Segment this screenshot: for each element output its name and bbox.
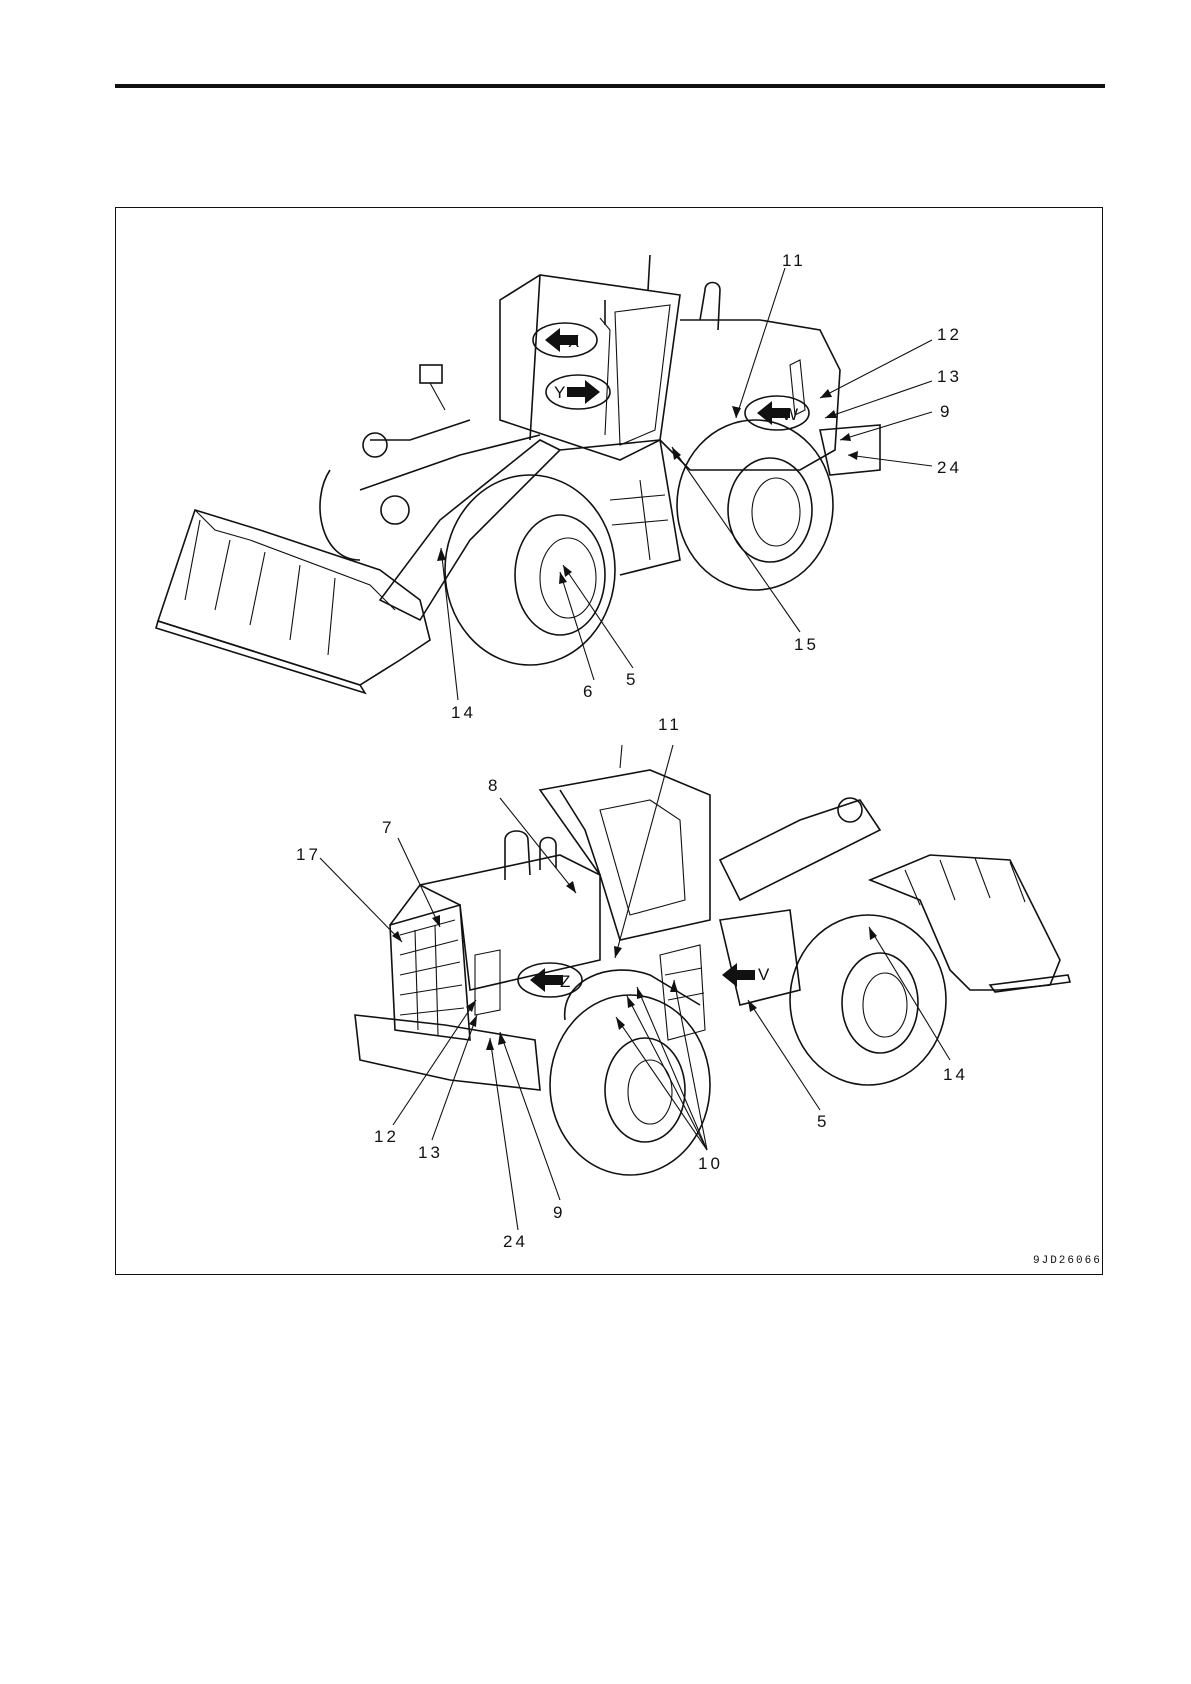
bottom-callout-7: 7 xyxy=(382,818,394,837)
bottom-view-leader-lines xyxy=(320,745,950,1230)
top-callout-15: 15 xyxy=(794,635,819,654)
top-callout-11: 11 xyxy=(782,251,806,270)
top-callout-14: 14 xyxy=(451,703,476,722)
bottom-loader-illustration xyxy=(355,745,1070,1175)
top-view-leader-lines xyxy=(437,268,932,700)
top-callout-13: 13 xyxy=(937,367,962,386)
top-callout-5: 5 xyxy=(626,670,638,689)
bottom-callout-12: 12 xyxy=(374,1127,399,1146)
figure-code: 9JD26066 xyxy=(1033,1255,1102,1267)
bottom-callout-9: 9 xyxy=(553,1203,565,1222)
bottom-callout-11: 11 xyxy=(658,715,682,734)
view-letter-z: Z xyxy=(560,972,570,991)
bottom-callout-8: 8 xyxy=(488,776,500,795)
view-letter-y: Y xyxy=(554,383,565,402)
top-callout-6: 6 xyxy=(583,682,595,701)
bottom-callout-14: 14 xyxy=(943,1065,968,1084)
bottom-view-arrow-v xyxy=(722,963,755,987)
view-letter-v: V xyxy=(758,965,770,984)
top-callout-24: 24 xyxy=(937,458,962,477)
view-letter-w: W xyxy=(782,405,798,424)
bottom-callout-24: 24 xyxy=(503,1232,528,1251)
top-loader-illustration xyxy=(156,255,880,693)
bottom-callout-5: 5 xyxy=(817,1112,829,1131)
bottom-callout-13: 13 xyxy=(418,1143,443,1162)
top-view-arrow-x xyxy=(533,323,597,357)
top-callout-9: 9 xyxy=(940,402,952,421)
bottom-callout-10: 10 xyxy=(698,1154,723,1173)
bottom-callout-17: 17 xyxy=(296,845,321,864)
top-callout-12: 12 xyxy=(937,325,962,344)
view-letter-x: X xyxy=(568,332,579,351)
bottom-view-arrow-z xyxy=(518,963,582,997)
